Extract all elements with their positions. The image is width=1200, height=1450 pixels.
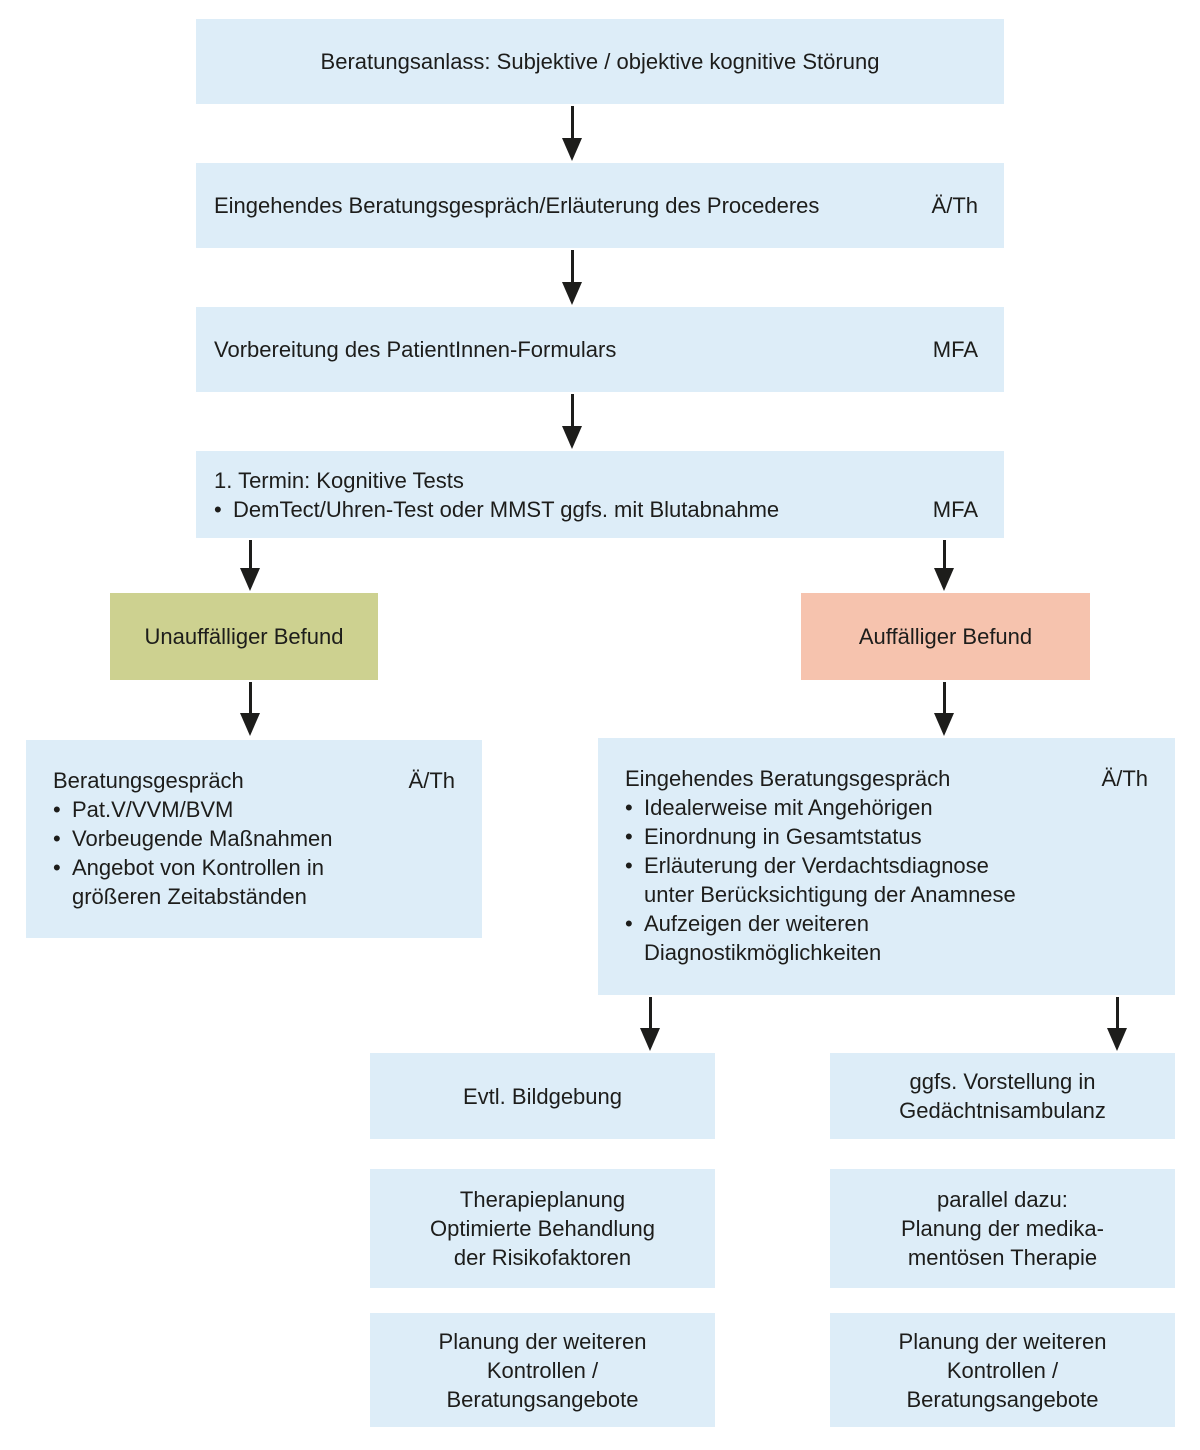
flow-box-beratungsanlass: Beratungsanlass: Subjektive / objektive … xyxy=(196,19,1004,104)
flow-box-termin-tests: 1. Termin: Kognitive Tests DemTect/Uhren… xyxy=(196,451,1004,538)
arrow-down-icon xyxy=(562,106,582,161)
branch-box-auffaelliger-befund: Auffälliger Befund xyxy=(801,593,1090,680)
detail-box-title: Beratungsgespräch xyxy=(53,768,244,793)
branch-box-unauffaelliger-label: Unauffälliger Befund xyxy=(144,624,344,649)
detail-box-beratungsgespraech: Beratungsgespräch Ä/Th Pat.V/VVM/BVM Vor… xyxy=(26,740,482,938)
arrow-down-icon xyxy=(240,682,260,736)
detail-bullet: Aufzeigen der weiteren Diagnostikmöglich… xyxy=(625,909,1148,967)
role-badge: Ä/Th xyxy=(1101,766,1148,791)
detail-bullet: Angebot von Kontrollen in größeren Zeita… xyxy=(53,853,455,911)
detail-box-title: Eingehendes Beratungsgespräch xyxy=(625,766,951,791)
detail-bullet: Pat.V/VVM/BVM xyxy=(53,795,455,824)
detail-bullet: Erläuterung der Verdachtsdiagnose unter … xyxy=(625,851,1148,909)
arrow-down-icon xyxy=(640,997,660,1051)
detail-box-eingehendes-beratungsgespraech: Eingehendes Beratungsgespräch Ä/Th Ideal… xyxy=(598,738,1175,995)
branch-box-auffaelliger-label: Auffälliger Befund xyxy=(858,624,1033,649)
branch-box-unauffaelliger-befund: Unauffälliger Befund xyxy=(110,593,378,680)
role-badge: Ä/Th xyxy=(931,193,978,218)
arrow-down-icon xyxy=(240,540,260,591)
outcome-box-medikamentoese-therapie: parallel dazu: Planung der medika- mentö… xyxy=(830,1169,1175,1288)
flow-box-termin-line1: 1. Termin: Kognitive Tests xyxy=(214,467,464,493)
outcome-box-gedaechtnisambulanz: ggfs. Vorstellung in Gedächtnisambulanz xyxy=(830,1053,1175,1139)
outcome-box-therapieplanung: Therapieplanung Optimierte Behandlung de… xyxy=(370,1169,715,1288)
detail-bullet: Vorbeugende Maßnahmen xyxy=(53,824,455,853)
arrow-down-icon xyxy=(562,394,582,449)
flow-box-termin-line2: DemTect/Uhren-Test oder MMST ggfs. mit B… xyxy=(233,496,780,522)
flow-box-beratungsanlass-label: Beratungsanlass: Subjektive / objektive … xyxy=(320,49,880,74)
flow-box-beratungsgespraech: Eingehendes Beratungsgespräch/Erläuterun… xyxy=(196,163,1004,248)
outcome-box-bildgebung: Evtl. Bildgebung xyxy=(370,1053,715,1139)
bullet-icon xyxy=(214,495,233,524)
arrow-down-icon xyxy=(934,682,954,736)
flow-box-beratungsgespraech-label: Eingehendes Beratungsgespräch/Erläuterun… xyxy=(214,193,820,218)
detail-bullet: Einordnung in Gesamtstatus xyxy=(625,822,1148,851)
role-badge: MFA xyxy=(932,337,978,362)
arrow-down-icon xyxy=(562,250,582,305)
flow-box-formular-label: Vorbereitung des PatientInnen-Formulars xyxy=(214,337,617,362)
detail-bullet: Idealerweise mit Angehörigen xyxy=(625,793,1148,822)
outcome-box-weitere-kontrollen-rechts: Planung der weiteren Kontrollen / Beratu… xyxy=(830,1313,1175,1427)
role-badge: MFA xyxy=(932,496,978,522)
role-badge: Ä/Th xyxy=(408,768,455,793)
outcome-box-weitere-kontrollen-links: Planung der weiteren Kontrollen / Beratu… xyxy=(370,1313,715,1427)
arrow-down-icon xyxy=(1107,997,1127,1051)
arrow-down-icon xyxy=(934,540,954,591)
flow-box-formular: Vorbereitung des PatientInnen-Formulars … xyxy=(196,307,1004,392)
